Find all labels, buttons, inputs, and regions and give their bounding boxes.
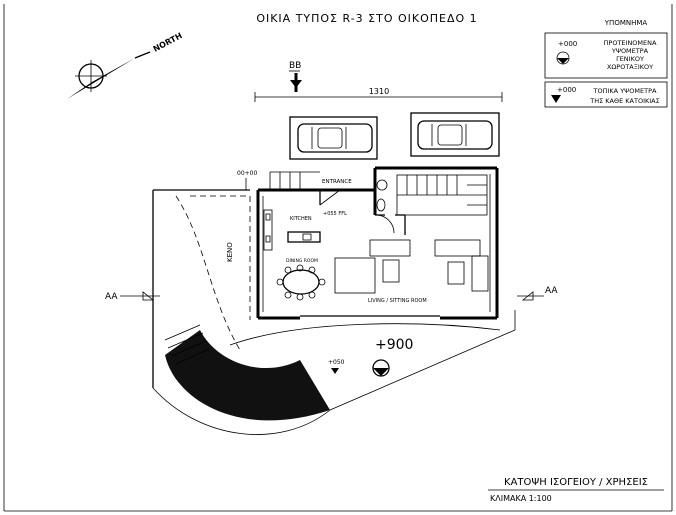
dimension-1310: 1310 xyxy=(254,87,503,102)
plan-scale: ΚΛΙΜΑΚΑ 1:100 xyxy=(490,494,552,503)
legend-heading: ΥΠΟΜΝΗΜΑ xyxy=(604,19,648,27)
legend-local-line-1: ΤΟΠΙΚΑ ΥΨΟΜΕΤΡΑ xyxy=(593,87,657,95)
legend-box-local xyxy=(544,81,668,108)
svg-text:AA: AA xyxy=(545,286,558,296)
local-level-triangle-icon xyxy=(551,95,561,103)
level-marker-050: +050 xyxy=(328,359,345,374)
level-050: +050 xyxy=(328,359,345,366)
wc xyxy=(375,179,395,234)
level-marker-fill-icon xyxy=(557,58,569,64)
legend: ΥΠΟΜΝΗΜΑ +000 ΠΡΟΤΕΙΝΟΜΕΝΑ ΥΨΟΜΕΤΡΑ ΓΕΝΙ… xyxy=(544,19,668,108)
legend-general-line-1: ΠΡΟΤΕΙΝΟΜΕΝΑ xyxy=(604,39,657,47)
level-marker-900: +900 xyxy=(372,337,413,377)
living-label: LIVING / SITTING ROOM xyxy=(368,298,427,304)
drawing-title: ΟΙΚΙΑ ΤΥΠΟΣ R-3 ΣΤΟ ΟΙΚΟΠΕΔΟ 1 xyxy=(256,12,477,25)
legend-general-line-3: ΓΕΝΙΚΟΥ xyxy=(616,55,644,63)
section-bb-marker: BB xyxy=(289,61,302,92)
north-label: NORTH xyxy=(152,31,184,54)
entrance-level: 00+00 xyxy=(237,170,257,177)
staircase xyxy=(396,174,488,216)
section-bb-label: BB xyxy=(289,61,301,71)
legend-general-line-4: ΧΩΡΟΤΑΞΙΚΟΥ xyxy=(607,63,653,71)
section-aa-left: AA xyxy=(105,291,160,302)
legend-local-value: +000 xyxy=(557,86,576,94)
entrance: ENTRANCE xyxy=(269,171,352,206)
svg-text:1310: 1310 xyxy=(369,87,389,96)
legend-general-line-2: ΥΨΟΜΕΤΡΑ xyxy=(611,47,649,55)
keno-label: KENO xyxy=(226,242,234,262)
svg-text:AA: AA xyxy=(105,292,118,302)
legend-general-value: +000 xyxy=(558,40,577,48)
legend-local-line-2: ΤΗΣ ΚΑΘΕ ΚΑΤΟΙΚΙΑΣ xyxy=(589,97,659,105)
ramp-steps xyxy=(164,324,210,365)
dining-label: DINING ROOM xyxy=(286,258,318,264)
dining-area: DINING ROOM xyxy=(276,258,326,301)
kitchen: KITCHEN +055 FFL xyxy=(263,209,347,251)
kitchen-label: KITCHEN xyxy=(290,216,312,222)
living-area: LIVING / SITTING ROOM xyxy=(334,239,489,304)
plot-boundary: KENO xyxy=(152,189,516,435)
north-arrow-icon: NORTH xyxy=(67,31,184,99)
plan-title: ΚΑΤΟΨΗ ΙΣΟΓΕΙΟΥ / ΧΡΗΣΕΙΣ xyxy=(504,477,648,488)
parking-bay-right xyxy=(410,112,500,157)
ffl-label: +055 FFL xyxy=(323,211,347,217)
entrance-label: ENTRANCE xyxy=(322,179,352,185)
parking-bay-left xyxy=(289,116,378,160)
section-aa-right: AA xyxy=(517,286,558,301)
house-walls xyxy=(256,166,499,320)
legend-box-general xyxy=(544,32,668,79)
level-900: +900 xyxy=(375,337,413,353)
curved-ramp xyxy=(165,330,330,421)
